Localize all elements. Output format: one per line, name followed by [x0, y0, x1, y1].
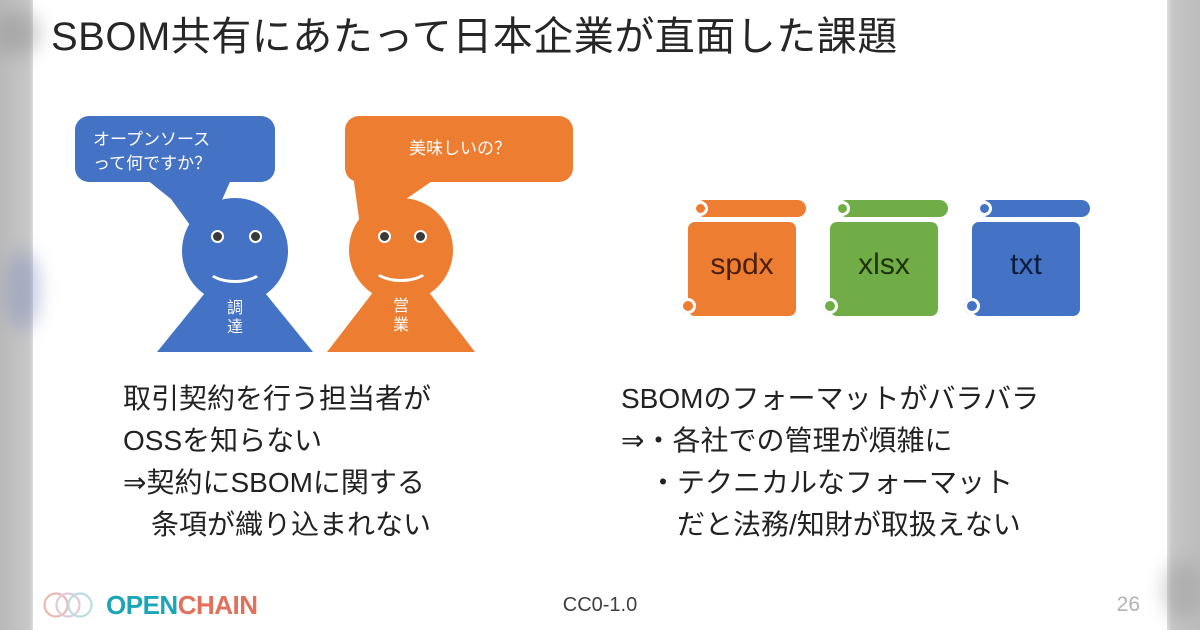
speech-bubble-line-1: オープンソース: [93, 130, 211, 149]
scroll-curl-bottom-left-icon: [822, 298, 838, 314]
person-eye-right: [414, 230, 427, 243]
format-icon-spdx: spdx: [680, 200, 808, 320]
person-role-label-sales: 営業: [392, 298, 409, 334]
scroll-curl-bottom-left-icon: [680, 298, 696, 314]
format-icon-xlsx: xlsx: [822, 200, 950, 320]
scroll-curl-top-left-icon: [977, 201, 992, 216]
openchain-logo: OPEN CHAIN: [42, 588, 258, 622]
speech-bubble-sales: 美味しいの？: [345, 116, 573, 182]
speech-bubble-line-2: って何ですか？: [93, 154, 212, 174]
letterbox-blur-artifact: [0, 10, 40, 56]
person-body-triangle: [327, 256, 475, 352]
format-label-xlsx: xlsx: [858, 248, 910, 281]
page-number: 26: [1116, 593, 1140, 616]
speech-bubble-tail-orange: [353, 175, 441, 247]
person-eye-right: [249, 230, 262, 243]
slide-canvas: SBOM共有にあたって日本企業が直面した課題 オープンソース って何ですか？ 美…: [33, 0, 1167, 630]
format-icon-txt: txt: [964, 200, 1092, 320]
scroll-roll-top: [838, 200, 948, 217]
letterbox-blur-artifact: [1163, 560, 1200, 620]
speech-bubble-tail-blue: [141, 175, 233, 243]
scroll-curl-top-left-icon: [835, 201, 850, 216]
person-eye-left: [378, 230, 391, 243]
scroll-sheet: [830, 222, 938, 316]
page-title: SBOM共有にあたって日本企業が直面した課題: [51, 15, 898, 59]
letterbox-left: [0, 0, 40, 630]
issue-text-right: SBOMのフォーマットがバラバラ ⇒・各社での管理が煩雑に ・テクニカルなフォー…: [621, 383, 1040, 540]
chain-links-icon: [43, 592, 93, 618]
scroll-roll-top: [696, 200, 806, 217]
person-smile: [206, 253, 264, 283]
scroll-roll-top: [980, 200, 1090, 217]
scroll-curl-bottom-left-icon: [964, 298, 980, 314]
person-body-triangle: [157, 256, 313, 352]
logo-word-chain: CHAIN: [177, 589, 258, 620]
person-eye-left: [211, 230, 224, 243]
letterbox-blur-artifact: [6, 250, 40, 330]
issue-text-left: 取引契約を行う担当者が OSSを知らない ⇒契約にSBOMに関する 条項が織り込…: [123, 383, 432, 540]
scroll-sheet: [688, 222, 796, 316]
letterbox-right: [1163, 0, 1200, 630]
scroll-sheet: [972, 222, 1080, 316]
person-role-label-procurement: 調達: [226, 300, 243, 336]
person-smile: [372, 252, 430, 282]
format-label-txt: txt: [1010, 248, 1042, 281]
logo-word-open: OPEN: [106, 589, 178, 620]
person-sales: 営業: [325, 198, 477, 353]
speech-bubble-procurement: オープンソース って何ですか？: [75, 116, 275, 182]
speech-bubble-line-1: 美味しいの？: [409, 138, 511, 158]
license-label: CC0-1.0: [562, 594, 638, 616]
scroll-curl-top-left-icon: [693, 201, 708, 216]
format-label-spdx: spdx: [710, 248, 774, 281]
